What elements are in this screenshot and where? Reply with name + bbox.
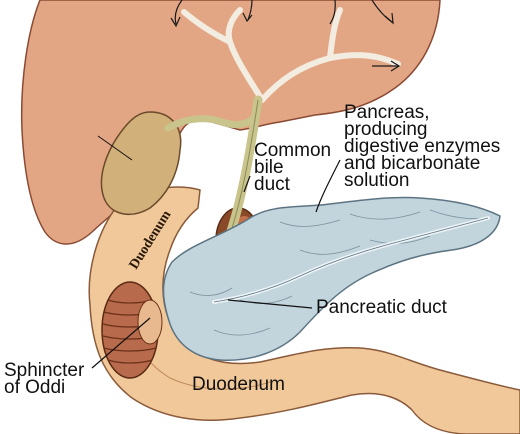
ampulla-opening — [137, 299, 163, 345]
pancreas — [162, 196, 501, 361]
common-bile-duct-label-line: duct — [254, 174, 290, 195]
sphincter-of-oddi-label: Sphincter of Oddi — [4, 360, 85, 398]
cystic-duct — [164, 114, 258, 132]
pancreatic-duct-label: Pancreatic duct — [316, 297, 447, 318]
common-bile-duct-label: Common bile duct — [254, 140, 332, 195]
pancreas-label-line: producing — [344, 119, 428, 140]
leader-lines — [91, 159, 341, 369]
sphincter-label-line: Sphincter — [4, 360, 85, 381]
flow-arrows — [170, 0, 401, 72]
pancreas-label-line: and bicarbonate — [344, 153, 481, 174]
sphincter-label-line: of Oddi — [4, 377, 66, 398]
duodenum-label: Duodenum — [192, 374, 285, 395]
pancreatic-duct-edge — [213, 217, 489, 303]
hepatic-ducts — [181, 7, 401, 103]
pancreas-label-line: Pancreas, — [344, 102, 430, 123]
pancreas-label: Pancreas, producing digestive enzymes an… — [344, 102, 501, 191]
common-bile-duct-label-line: Common — [254, 140, 332, 161]
pancreas-label-line: digestive enzymes — [344, 136, 501, 157]
duodenum — [88, 186, 520, 434]
gallbladder — [100, 111, 182, 216]
pancreas-label-line: solution — [344, 170, 410, 191]
common-bile-duct-label-line: bile — [254, 157, 284, 178]
gallbladder-tick — [97, 135, 133, 161]
